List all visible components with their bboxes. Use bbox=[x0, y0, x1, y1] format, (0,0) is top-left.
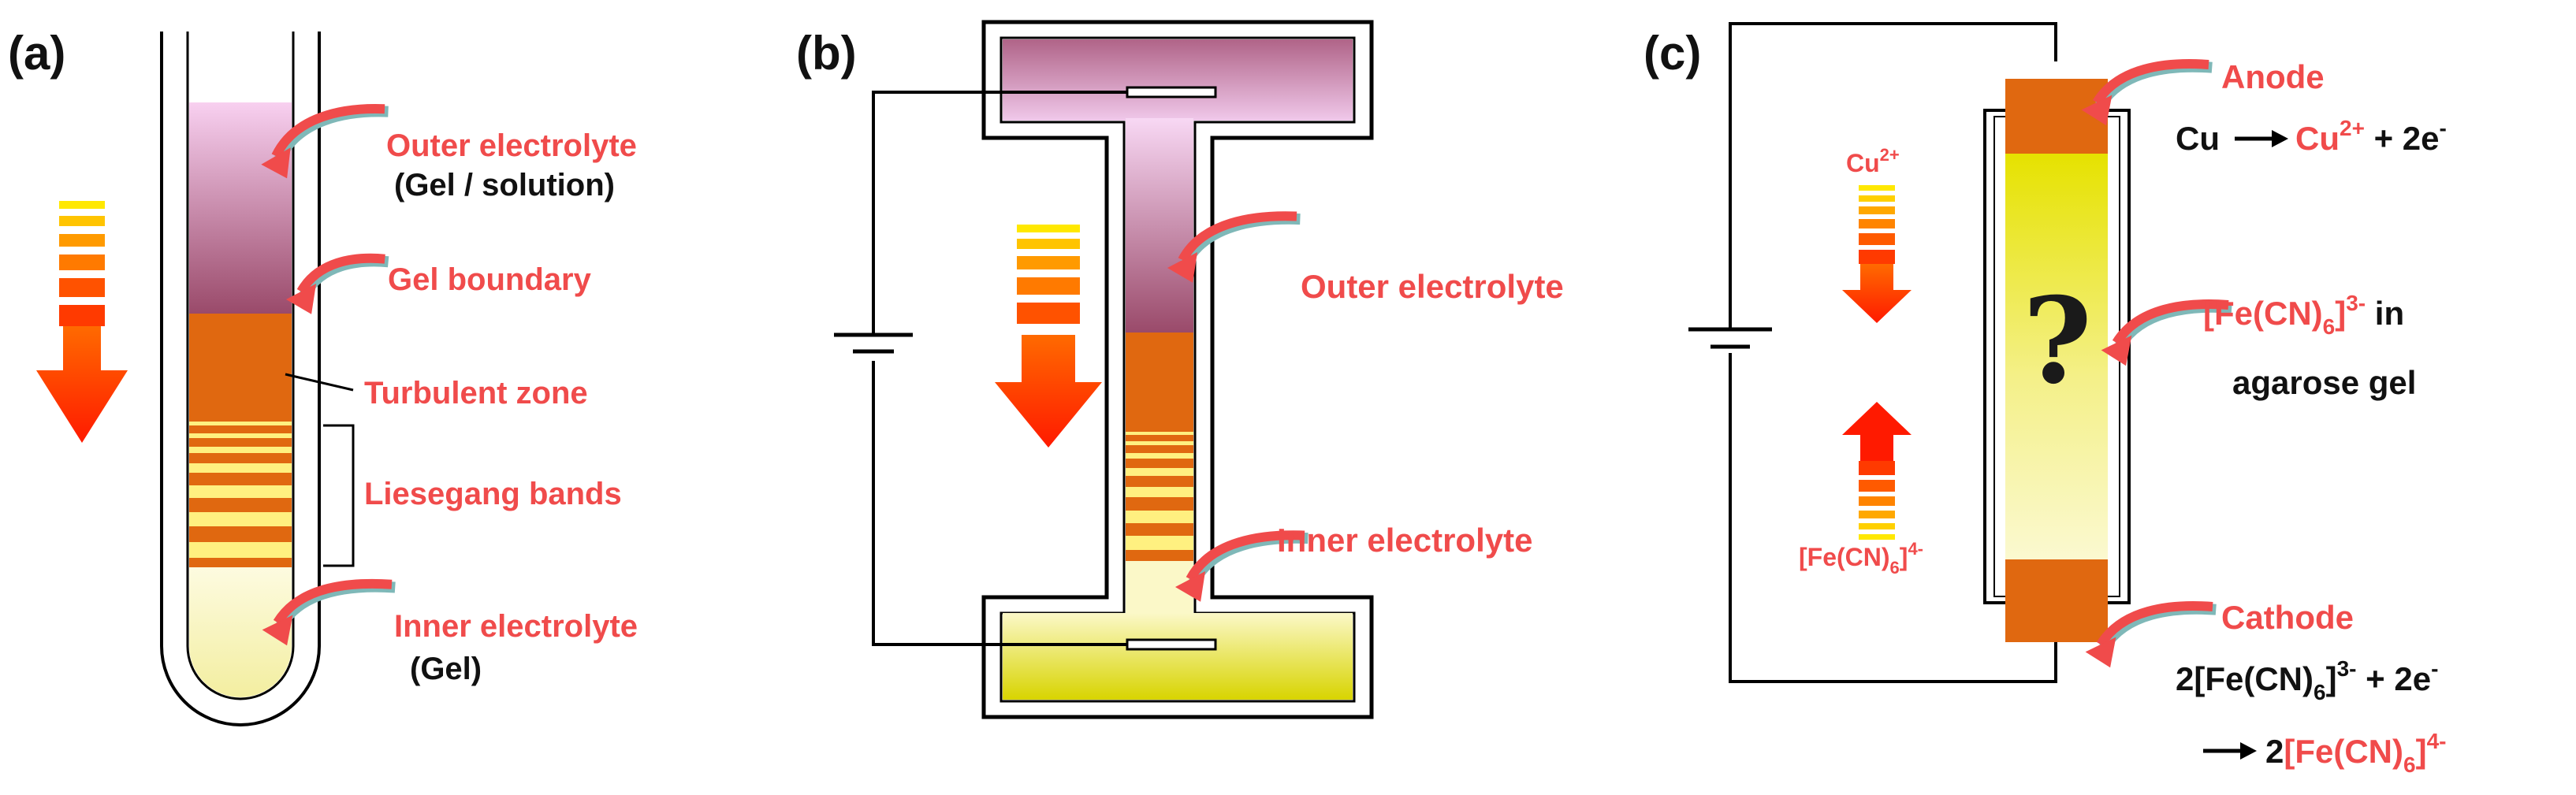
turbulent-zone-b bbox=[1126, 332, 1193, 561]
pointer-arrows-b bbox=[1167, 211, 1308, 602]
label-turbulent-zone-a: Turbulent zone bbox=[364, 376, 588, 411]
label-inner-electrolyte-a: Inner electrolyte bbox=[394, 609, 638, 644]
label-cu-ion: Cu2+ bbox=[1846, 145, 1900, 177]
label-outer-sub-a: (Gel / solution) bbox=[394, 168, 615, 202]
reaction-arrow-anode bbox=[2235, 130, 2288, 147]
agarose-gel bbox=[2005, 154, 2108, 559]
battery-c bbox=[1688, 327, 1772, 349]
label-outer-electrolyte-a: Outer electrolyte bbox=[386, 128, 637, 163]
panel-a-tag: (a) bbox=[8, 27, 65, 80]
inner-electrolyte-a bbox=[189, 567, 292, 697]
outer-electrolyte-b bbox=[1126, 118, 1193, 332]
label-inner-sub-a: (Gel) bbox=[410, 652, 482, 686]
anode-reaction: Cu bbox=[2176, 120, 2220, 157]
diffusion-arrow-b bbox=[995, 225, 1102, 448]
outer-reservoir-b bbox=[1003, 39, 1353, 121]
anode-reaction-product: Cu2+ + 2e- bbox=[2295, 116, 2447, 157]
label-anode: Anode bbox=[2221, 58, 2325, 95]
bottom-electrode-b bbox=[1126, 638, 1217, 651]
label-gel-boundary-a: Gel boundary bbox=[388, 262, 592, 297]
question-mark: ? bbox=[2023, 272, 2092, 411]
pointer-arrows-a bbox=[261, 103, 396, 646]
diffusion-arrow-a bbox=[36, 201, 128, 443]
turbulent-zone-a bbox=[189, 314, 292, 567]
cathode-reaction-1: 2[Fe(CN)6]3- + 2e- bbox=[2176, 656, 2438, 704]
panel-c-tag: (c) bbox=[1644, 27, 1701, 80]
panel-c: (c) ? bbox=[1644, 22, 2447, 777]
inner-reservoir-b bbox=[1003, 613, 1353, 700]
battery-b bbox=[834, 332, 913, 354]
cathode-electrode bbox=[2005, 559, 2108, 642]
top-electrode-b bbox=[1126, 86, 1217, 98]
outer-electrolyte-a bbox=[189, 102, 292, 314]
panel-a: (a) bbox=[8, 27, 638, 726]
fe4-ion-arrow bbox=[1842, 402, 1912, 540]
pointer-arrows-c bbox=[2081, 59, 2232, 668]
label-gel-ion: [Fe(CN)6]3- in bbox=[2203, 291, 2404, 339]
panel-b-tag: (b) bbox=[796, 27, 857, 80]
anode-electrode bbox=[2005, 79, 2108, 154]
label-outer-electrolyte-b: Outer electrolyte bbox=[1301, 268, 1564, 305]
panel-b: (b) bbox=[796, 20, 1564, 719]
test-tube bbox=[160, 32, 321, 726]
label-cathode: Cathode bbox=[2221, 599, 2354, 636]
reaction-arrow-cathode bbox=[2203, 742, 2257, 760]
liesegang-bands-a bbox=[189, 422, 292, 558]
liesegang-bands-b bbox=[1126, 432, 1193, 550]
label-fe4-ion: [Fe(CN)6]4- bbox=[1799, 539, 1923, 578]
label-inner-electrolyte-b: Inner electrolyte bbox=[1277, 522, 1532, 559]
label-liesegang-bands-a: Liesegang bands bbox=[364, 477, 622, 511]
cathode-reaction-2: 2[Fe(CN)6]4- bbox=[2265, 729, 2446, 777]
cu-ion-arrow bbox=[1842, 185, 1912, 323]
label-agarose-gel: agarose gel bbox=[2232, 364, 2416, 401]
